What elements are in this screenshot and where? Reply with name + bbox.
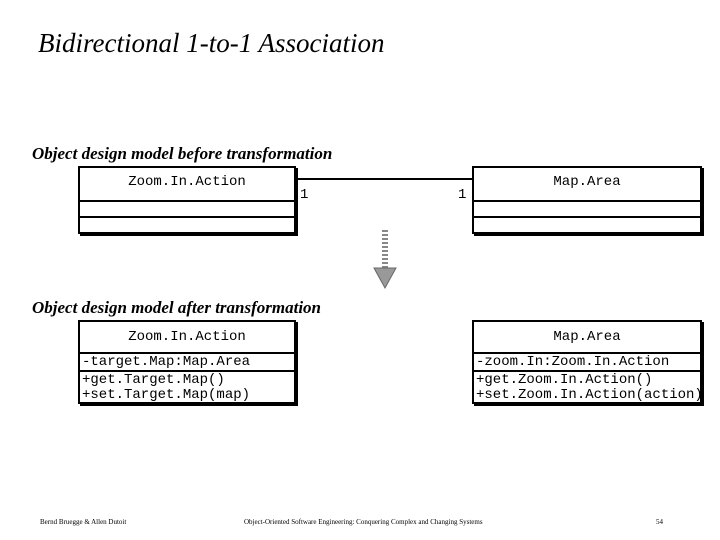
after-heading: Object design model after transformation [32, 298, 321, 317]
before-heading: Object design model before transformatio… [32, 144, 333, 163]
compartment-divider [80, 200, 294, 202]
transformation-arrow-icon [373, 230, 397, 290]
after-right-class-box[interactable]: Map.Area -zoom.In:Zoom.In.Action +get.Zo… [472, 320, 702, 404]
before-left-class-name: Zoom.In.Action [128, 174, 246, 190]
after-left-class-box[interactable]: Zoom.In.Action -target.Map:Map.Area +get… [78, 320, 296, 404]
footer-authors: Bernd Bruegge & Allen Dutoit [40, 518, 127, 526]
compartment-divider [474, 370, 700, 372]
after-left-operation: +set.Target.Map(map) [82, 387, 251, 403]
compartment-divider [80, 216, 294, 218]
compartment-divider [474, 352, 700, 354]
footer-page-number: 54 [656, 518, 663, 526]
before-left-class-box[interactable]: Zoom.In.Action [78, 166, 296, 234]
before-right-multiplicity: 1 [458, 187, 467, 203]
compartment-divider [474, 216, 700, 218]
after-right-operation: +get.Zoom.In.Action() [476, 372, 653, 388]
compartment-divider [80, 370, 294, 372]
after-right-operation: +set.Zoom.In.Action(action) [476, 387, 702, 403]
after-left-attribute: -target.Map:Map.Area [82, 354, 251, 370]
after-right-attribute: -zoom.In:Zoom.In.Action [476, 354, 670, 370]
slide-title: Bidirectional 1-to-1 Association [38, 28, 385, 58]
after-left-class-name: Zoom.In.Action [128, 329, 246, 345]
before-right-class-box[interactable]: Map.Area [472, 166, 702, 234]
footer-book-title: Object-Oriented Software Engineering: Co… [244, 518, 483, 526]
association-line [296, 178, 474, 180]
before-right-class-name: Map.Area [553, 174, 621, 190]
compartment-divider [474, 200, 700, 202]
compartment-divider [80, 352, 294, 354]
before-left-multiplicity: 1 [300, 187, 309, 203]
after-left-operation: +get.Target.Map() [82, 372, 225, 388]
after-right-class-name: Map.Area [553, 329, 621, 345]
